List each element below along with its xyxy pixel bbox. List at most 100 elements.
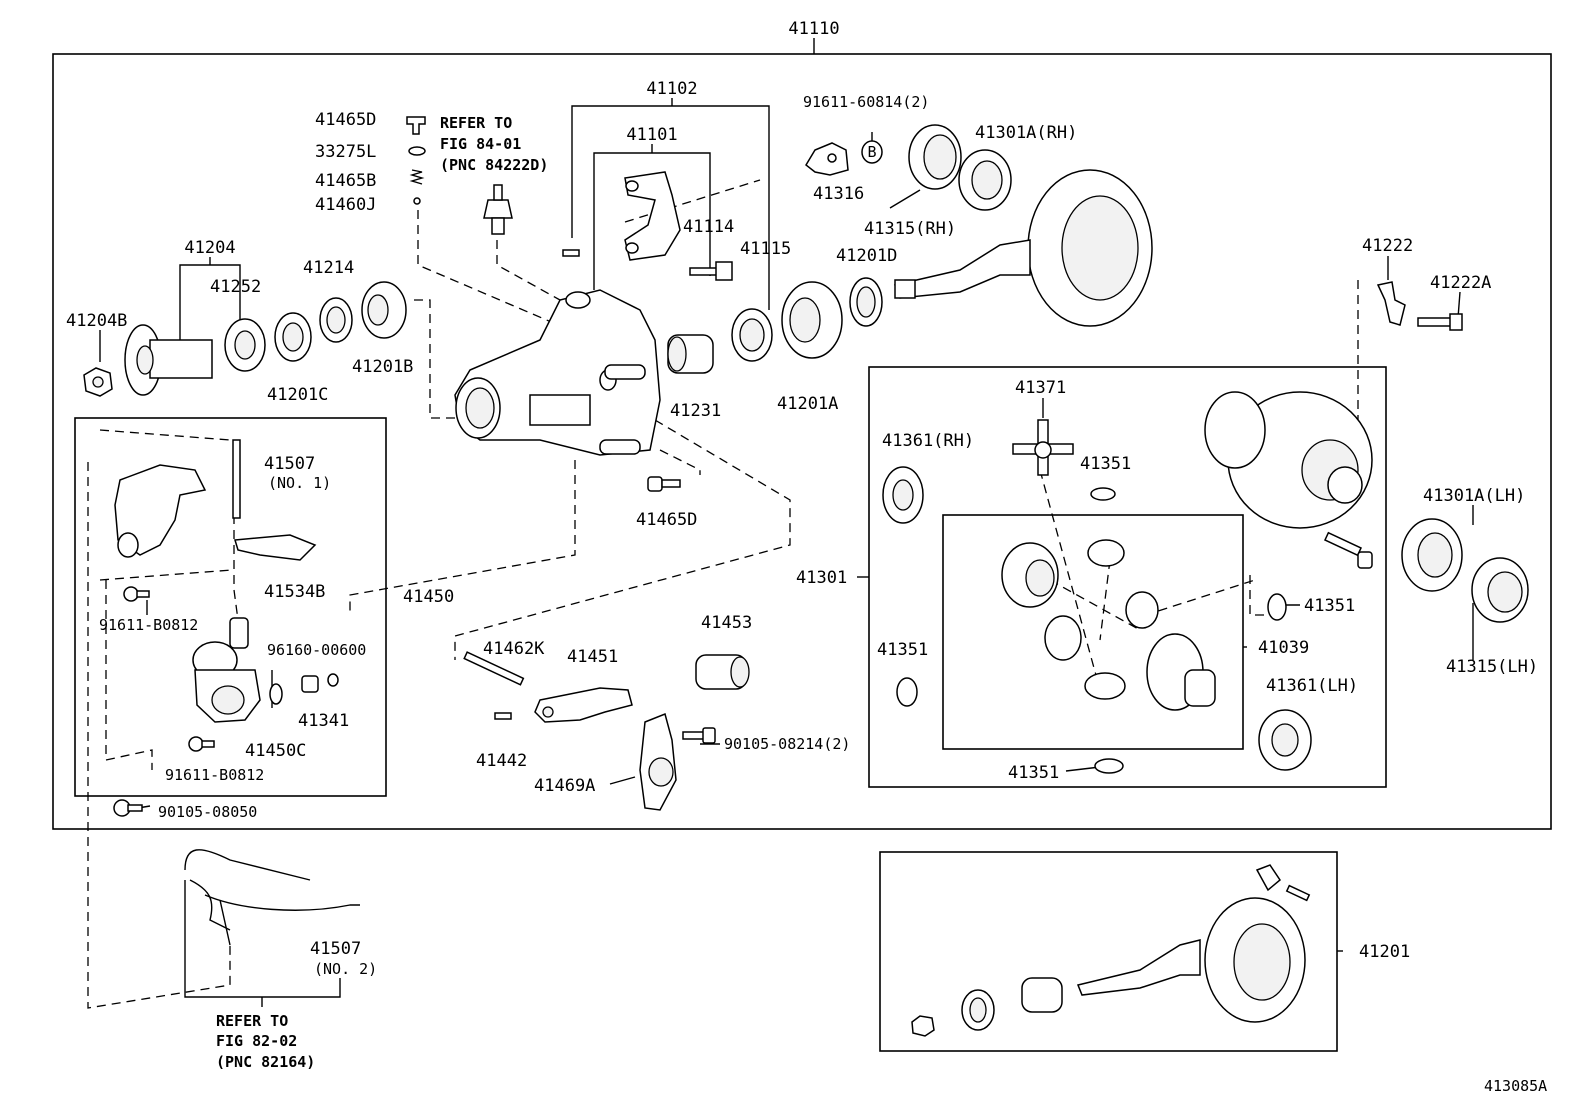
actuator-subgroup-frame	[74, 417, 387, 797]
sleeve-41453	[695, 654, 750, 690]
refer-note-2-line2: FIG 82-02	[216, 1032, 297, 1050]
refer-note-1-line3: (PNC 84222D)	[440, 156, 548, 174]
label-41301: 41301	[796, 568, 847, 588]
label-41222: 41222	[1362, 236, 1413, 256]
label-41507-no2: 41507	[310, 939, 361, 959]
label-41201: 41201	[1359, 942, 1410, 962]
label-41450c: 41450C	[245, 741, 306, 761]
label-41361-rh: 41361(RH)	[882, 431, 974, 451]
label-41371: 41371	[1015, 378, 1066, 398]
oring-96160	[327, 673, 339, 687]
washer-41351-top	[1090, 487, 1116, 501]
label-41204: 41204	[184, 238, 235, 258]
slinger-41214	[319, 297, 353, 343]
breather-switch	[483, 184, 513, 235]
pinion-gear-3	[1044, 615, 1082, 661]
label-41201a: 41201A	[777, 394, 838, 414]
label-91611-b0812-a: 91611-B0812	[99, 616, 198, 634]
bearing-41301a-rh	[958, 149, 1012, 211]
refer-note-1-line1: REFER TO	[440, 114, 512, 132]
side-gear-right	[1146, 633, 1216, 711]
thrust-washer-41361-rh	[882, 466, 924, 524]
label-41460j: 41460J	[315, 195, 376, 215]
label-41315-lh: 41315(LH)	[1446, 657, 1538, 677]
bolt-91611-b0812-b	[188, 736, 215, 752]
bearing-41201b	[361, 281, 407, 339]
actuator-cover	[114, 464, 207, 558]
label-41110: 41110	[788, 19, 839, 39]
spider-41371	[1012, 419, 1074, 476]
pinion-gear-1	[1087, 539, 1125, 567]
label-41301a-rh: 41301A(RH)	[975, 123, 1077, 143]
bolt-41222a	[1417, 313, 1463, 331]
bearing-41201a	[781, 281, 843, 359]
label-41301a-lh: 41301A(LH)	[1423, 486, 1525, 506]
label-41201b: 41201B	[352, 357, 413, 377]
figure-id: 413085A	[1484, 1077, 1547, 1095]
differential-case	[1204, 391, 1373, 529]
label-41102: 41102	[646, 79, 697, 99]
actuator-motor	[192, 617, 261, 723]
bolt-41114	[689, 261, 733, 281]
bracket-41534b	[234, 534, 317, 561]
spacer-41231	[667, 334, 714, 374]
label-41204b: 41204B	[66, 311, 127, 331]
label-41465d-top: 41465D	[315, 110, 376, 130]
thrust-washer-41361-lh	[1258, 709, 1312, 771]
bolt-90105-08050	[113, 799, 143, 817]
label-41039: 41039	[1258, 638, 1309, 658]
label-41351-a: 41351	[1080, 454, 1131, 474]
label-41465b: 41465B	[315, 171, 376, 191]
pinion-gear-2	[1125, 591, 1159, 629]
label-41351-b: 41351	[1304, 596, 1355, 616]
label-41534b: 41534B	[264, 582, 325, 602]
leader-lines	[99, 38, 1474, 1007]
label-90105-08214: 90105-08214(2)	[724, 735, 850, 753]
shift-fork-41451	[534, 687, 633, 723]
assembly-41110-frame	[52, 53, 1552, 830]
bearing-41301a-lh	[1401, 518, 1463, 592]
kit-41201-parts	[911, 864, 1311, 1037]
label-41315-rh: 41315(RH)	[864, 219, 956, 239]
label-41201c: 41201C	[267, 385, 328, 405]
bolt-b-marker: B	[861, 140, 883, 164]
label-41462k: 41462K	[483, 639, 545, 659]
spring-stack	[406, 116, 426, 205]
key-41442	[494, 712, 512, 720]
label-41451: 41451	[567, 647, 618, 667]
label-41115: 41115	[740, 239, 791, 259]
label-41341: 41341	[298, 711, 349, 731]
deflector-41252	[224, 318, 266, 372]
case-bolt	[1323, 531, 1373, 569]
bearing-cap	[624, 171, 681, 261]
bearing-race-41315-lh	[1471, 557, 1529, 623]
label-41201d: 41201D	[836, 246, 897, 266]
label-41507-no1: 41507	[264, 454, 315, 474]
gear-41341	[301, 675, 319, 693]
seal-41450c	[269, 683, 283, 705]
label-41351-c: 41351	[877, 640, 928, 660]
refer-note-2-line1: REFER TO	[216, 1012, 288, 1030]
refer-note-1-line2: FIG 84-01	[440, 135, 521, 153]
carrier-housing	[454, 289, 661, 456]
bracket-41316	[805, 142, 849, 176]
label-91611-60814: 91611-60814(2)	[803, 93, 929, 111]
companion-flange-41204	[124, 324, 213, 396]
washer-41351-left	[896, 677, 918, 707]
label-41222a: 41222A	[1430, 273, 1491, 293]
wire-41507-no2	[184, 849, 360, 946]
bolt-letter: B	[867, 143, 876, 161]
assembly-dashed-lines	[87, 179, 1359, 1009]
label-41252: 41252	[210, 277, 261, 297]
label-41361-lh: 41361(LH)	[1266, 676, 1358, 696]
bolt-91611-b0812-a	[123, 586, 150, 602]
bearing-41201d	[849, 277, 883, 327]
label-96160-00600: 96160-00600	[267, 641, 366, 659]
label-41231: 41231	[670, 401, 721, 421]
wire-41507-no1	[232, 439, 241, 519]
label-41507-no2-sub: (NO. 2)	[314, 960, 377, 978]
label-41101: 41101	[626, 125, 677, 145]
shift-lever-41469a	[639, 712, 677, 811]
label-41453: 41453	[701, 613, 752, 633]
